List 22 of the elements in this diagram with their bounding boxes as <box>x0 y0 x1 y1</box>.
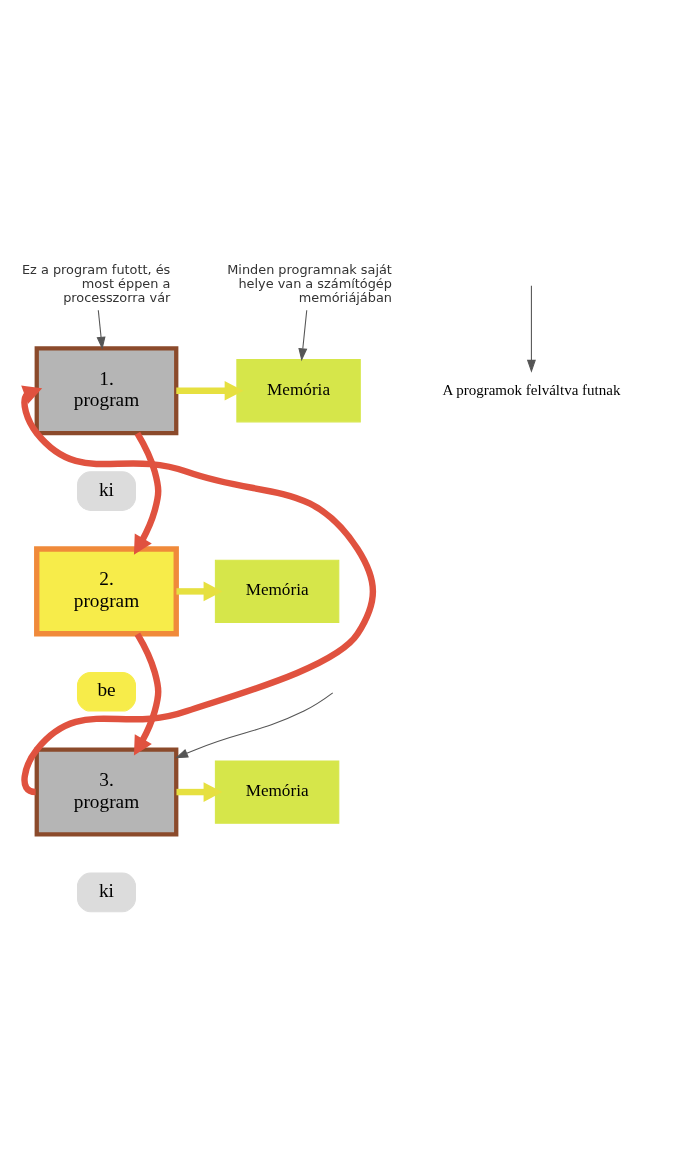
node-box: Memória <box>236 359 361 423</box>
node-box: 1. program <box>34 346 179 436</box>
node-text: Minden programnak saját helye van a számítógép memóriájában <box>227 261 392 305</box>
arrow <box>176 581 223 602</box>
node-box: 3. program <box>34 747 179 837</box>
node-box: ki <box>77 872 136 913</box>
arrow <box>133 431 162 555</box>
arrow <box>298 309 308 362</box>
node-text: A programok felváltva futnak <box>442 381 621 398</box>
node-box: ki <box>77 471 136 511</box>
arrow <box>175 692 334 759</box>
node-box: Memória <box>214 760 340 824</box>
node-text: Ez a program futott, és most éppen a processzorra vár <box>21 261 171 305</box>
node-box: Memória <box>214 559 340 624</box>
arrow <box>133 632 162 756</box>
arrow <box>176 782 223 802</box>
arrow <box>176 380 244 401</box>
arrow <box>96 309 106 350</box>
node-box: be <box>77 671 136 712</box>
arrow <box>21 385 376 796</box>
node-box: 2. program <box>34 546 179 637</box>
arrow <box>526 285 536 373</box>
